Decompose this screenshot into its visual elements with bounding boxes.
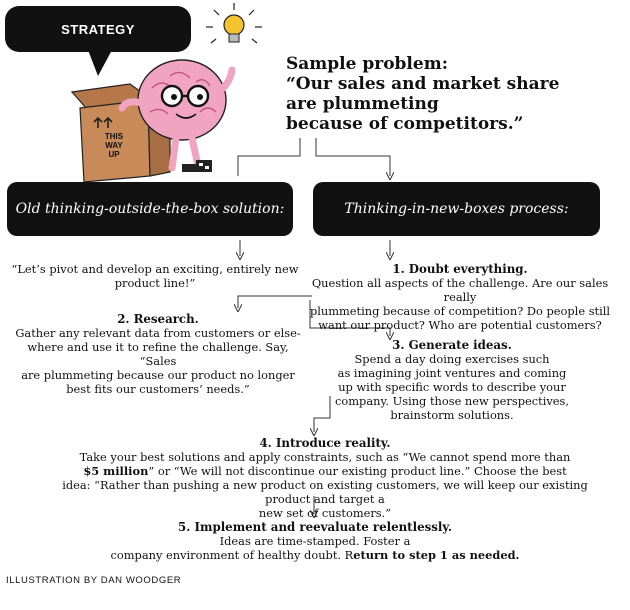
step-5-line-start: company environment of healthy doubt. R — [110, 548, 354, 562]
step-3-line: brainstorm solutions. — [390, 408, 514, 422]
step-3-line: company. Using those new perspectives, — [335, 394, 569, 408]
step-1-line: want our product? Who are potential cust… — [318, 318, 602, 332]
strategy-badge-label: STRATEGY — [61, 21, 135, 37]
step-3-line: Spend a day doing exercises such — [354, 352, 550, 366]
step-1: 1. Doubt everything. Question all aspect… — [300, 262, 620, 332]
step-4-line: Take your best solutions and apply const… — [79, 450, 571, 464]
strategy-badge: STRATEGY — [5, 6, 191, 52]
step-2: 2. Research. Gather any relevant data fr… — [8, 312, 308, 396]
step-5-title: 5. Implement and reevaluate relentlessly… — [178, 520, 452, 534]
step-2-line: where and use it to refine the challenge… — [27, 340, 289, 368]
step-4-line: $5 million” or “We will not discontinue … — [60, 464, 590, 478]
connector-problem-split — [237, 138, 390, 176]
step-4-amount: $5 million — [83, 464, 149, 478]
step-2-line: are plummeting because our product no lo… — [21, 368, 295, 382]
step-4-line: idea: “Rather than pushing a new product… — [62, 478, 588, 506]
box-label: THIS WAY UP — [92, 132, 136, 159]
new-boxes-label: Thinking-in-new-boxes process: — [344, 201, 569, 217]
step-3-line: as imagining joint ventures and coming — [337, 366, 567, 380]
box-label-line: UP — [108, 150, 120, 159]
box-label-line: THIS — [104, 132, 124, 141]
problem-line: “Our sales and market share — [286, 74, 560, 94]
step-1-title: 1. Doubt everything. — [392, 262, 528, 276]
problem-line: because of competitors.” — [286, 114, 524, 134]
step-4-line-rest: ” or “We will not discontinue our existi… — [148, 464, 567, 478]
old-solution-line: “Let’s pivot and develop an exciting, en… — [11, 262, 299, 276]
old-solution-line: product line!” — [114, 276, 196, 290]
step-5-line: Ideas are time-stamped. Foster a — [219, 534, 411, 548]
step-5-line-bold: eturn to step 1 as needed. — [353, 548, 520, 562]
step-3: 3. Generate ideas. Spend a day doing exe… — [322, 338, 582, 422]
step-4: 4. Introduce reality. Take your best sol… — [60, 436, 590, 520]
step-2-line: Gather any relevant data from customers … — [15, 326, 301, 340]
step-5: 5. Implement and reevaluate relentlessly… — [90, 520, 540, 562]
problem-heading: Sample problem: “Our sales and market sh… — [286, 54, 576, 134]
light-bulb-icon — [206, 3, 262, 44]
step-2-title: 2. Research. — [117, 312, 199, 326]
speech-bubble-tail — [88, 50, 112, 76]
step-3-line: up with specific words to describe your — [338, 380, 566, 394]
step-4-title: 4. Introduce reality. — [259, 436, 391, 450]
connector-step2-to-step3 — [309, 300, 390, 336]
old-thinking-label: Old thinking-outside-the-box solution: — [15, 201, 285, 217]
new-boxes-pill: Thinking-in-new-boxes process: — [313, 182, 600, 236]
step-3-title: 3. Generate ideas. — [392, 338, 512, 352]
illustration-credit: ILLUSTRATION BY DAN WOODGER — [6, 575, 182, 586]
flow-connectors — [238, 138, 390, 514]
step-1-line: Question all aspects of the challenge. A… — [311, 276, 609, 304]
box-label-line: WAY — [105, 141, 123, 150]
problem-line: are plummeting — [286, 94, 439, 114]
problem-line: Sample problem: — [286, 54, 448, 74]
step-4-line: new set of customers.” — [258, 506, 392, 520]
brain-character — [118, 59, 236, 172]
old-thinking-pill: Old thinking-outside-the-box solution: — [7, 182, 293, 236]
old-solution-text: “Let’s pivot and develop an exciting, en… — [10, 262, 300, 290]
connector-step1-to-step2 — [238, 295, 312, 308]
step-5-line: company environment of healthy doubt. Re… — [90, 548, 540, 562]
cardboard-box — [70, 83, 171, 183]
step-1-line: plummeting because of competition? Do pe… — [309, 304, 611, 318]
step-2-line: best fits our customers’ needs.” — [66, 382, 250, 396]
connector-step3-to-step4 — [314, 396, 331, 432]
